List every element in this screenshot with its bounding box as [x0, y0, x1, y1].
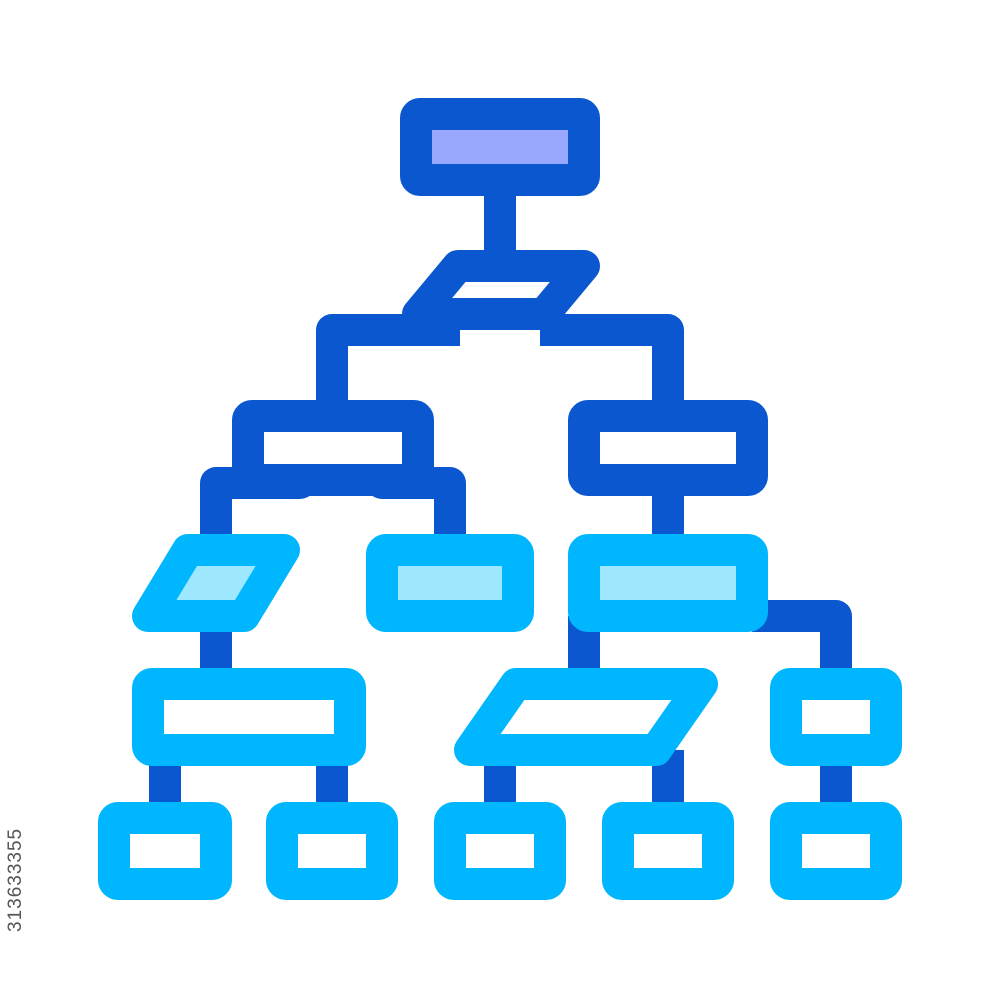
node-leaf-2 — [266, 802, 398, 900]
connector-right-filled-to-small-right — [752, 600, 852, 684]
node-root — [400, 98, 600, 196]
node-leaf-4 — [602, 802, 734, 900]
node-right-filled — [568, 534, 768, 632]
node-input-mid — [454, 668, 718, 766]
node-mid-process — [366, 534, 534, 632]
node-decision — [402, 250, 600, 330]
node-wide-process — [132, 668, 366, 766]
node-input-left — [132, 534, 300, 632]
node-left-process — [232, 400, 434, 496]
node-leaf-3 — [434, 802, 566, 900]
nodes — [98, 98, 902, 900]
node-leaf-5 — [770, 802, 902, 900]
stock-id-watermark: 313633355 — [5, 827, 26, 933]
node-small-right — [770, 668, 902, 766]
node-leaf-1 — [98, 802, 232, 900]
connector-decision-to-right-process — [540, 314, 684, 416]
node-right-process — [568, 400, 768, 496]
connector-decision-to-left-process — [316, 314, 460, 416]
